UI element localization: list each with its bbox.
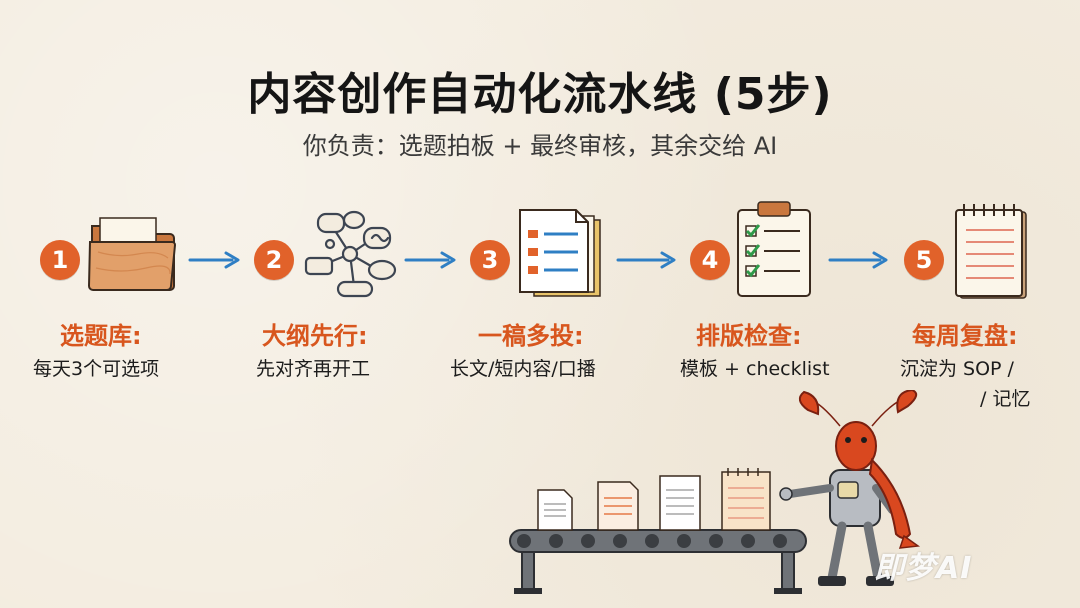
arrow-right-icon — [404, 251, 456, 269]
step-number-badge: 4 — [690, 240, 730, 280]
step-description: 模板 + checklist — [680, 358, 830, 380]
step-description: 长文/短内容/口播 — [450, 358, 596, 380]
step-title: 大纲先行: — [262, 322, 368, 350]
conveyor-robot-illustration — [509, 390, 921, 594]
arrow-right-icon — [616, 251, 676, 269]
step-description: 每天3个可选项 — [33, 358, 160, 380]
mind-map-icon — [304, 210, 397, 298]
step-number-badge: 2 — [254, 240, 294, 280]
step-description: 沉淀为 SOP / — [900, 358, 1014, 380]
step-description: 先对齐再开工 — [256, 358, 371, 380]
step-title: 选题库: — [60, 322, 142, 350]
step-description-continued: / 记忆 — [980, 388, 1031, 410]
arrow-right-icon — [828, 251, 888, 269]
watermark-logo: 即梦AI — [874, 551, 973, 586]
step-number-badge: 3 — [470, 240, 510, 280]
step-number-badge: 5 — [904, 240, 944, 280]
clipboard-checklist-icon — [737, 201, 811, 297]
step-number-badge: 1 — [40, 240, 80, 280]
conveyor-belt-icon — [509, 529, 807, 594]
folder-icon — [87, 217, 177, 291]
step-title: 每周复盘: — [912, 322, 1018, 350]
step-title: 一稿多投: — [478, 322, 584, 350]
arrow-right-icon — [188, 251, 240, 269]
robot-lobster-icon — [779, 390, 921, 586]
document-stack-icon — [519, 209, 601, 297]
step-title: 排版检查: — [696, 322, 802, 350]
page-subtitle: 你负责：选题拍板 + 最终审核，其余交给 AI — [302, 132, 778, 160]
page-title: 内容创作自动化流水线 (5步) — [247, 69, 833, 120]
notebook-icon — [955, 204, 1027, 299]
